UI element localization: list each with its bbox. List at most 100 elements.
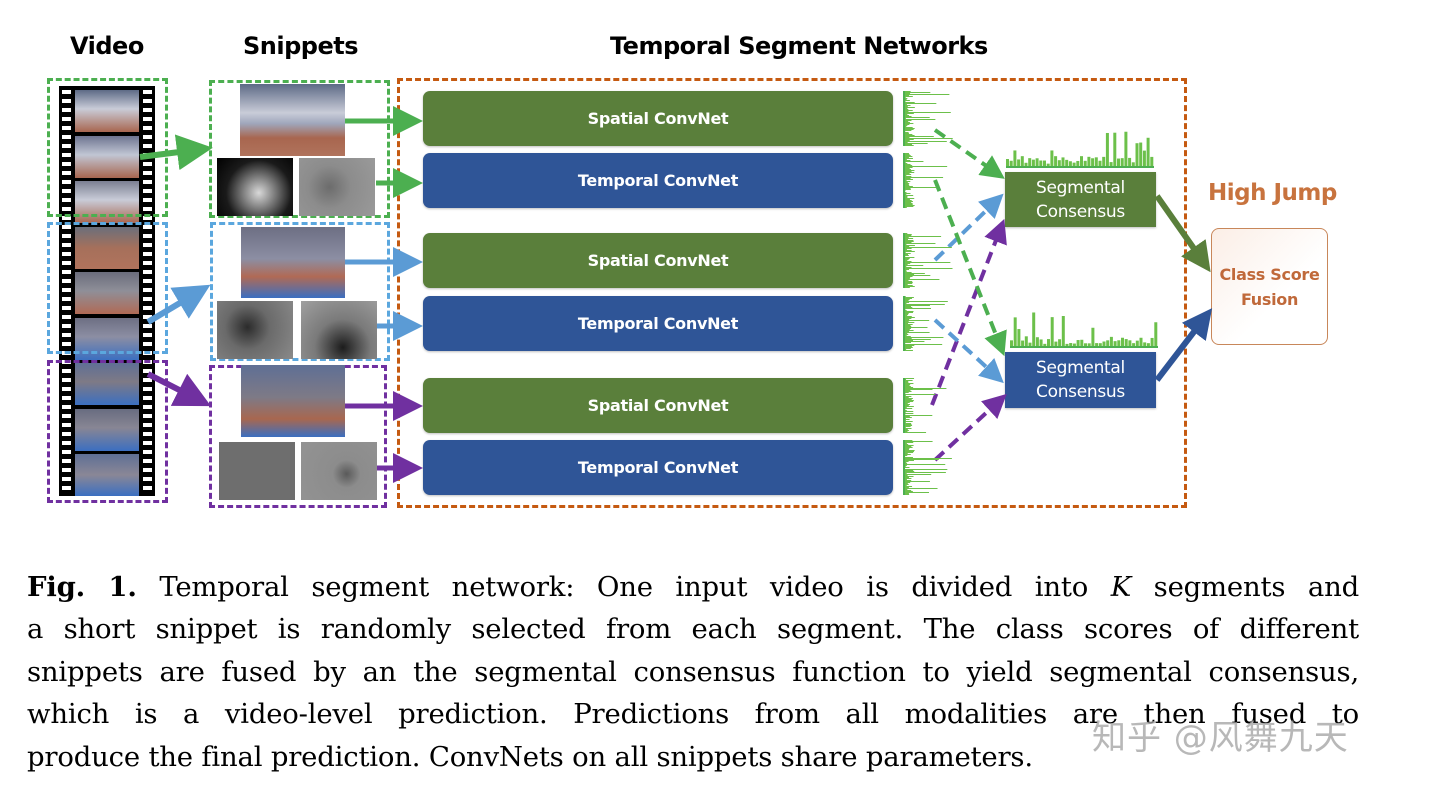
class-score-bar bbox=[903, 110, 913, 111]
snippet-3-flow-y bbox=[301, 442, 377, 500]
film-sprocket bbox=[143, 405, 152, 409]
class-score-bar bbox=[903, 484, 909, 485]
class-score-bar bbox=[903, 253, 911, 254]
consensus-score-bar bbox=[1091, 327, 1095, 346]
class-score-bar bbox=[903, 273, 925, 274]
class-score-bar bbox=[903, 267, 912, 268]
film-sprocket bbox=[143, 252, 152, 256]
consensus-score-bar bbox=[1043, 343, 1047, 346]
class-score-bar bbox=[903, 132, 909, 133]
class-score-bar bbox=[903, 298, 912, 299]
class-score-bar bbox=[903, 251, 915, 252]
class-score-bar bbox=[903, 269, 910, 270]
dashed-temporal-2-to-consensus bbox=[933, 318, 1004, 384]
class-score-bar bbox=[903, 480, 912, 481]
class-score-bar bbox=[903, 117, 930, 118]
consensus-score-bar bbox=[1135, 340, 1139, 346]
class-score-bar bbox=[903, 136, 934, 137]
class-score-bar bbox=[903, 128, 915, 129]
class-score-bar bbox=[903, 235, 912, 236]
film-sprocket bbox=[143, 198, 152, 202]
class-score-bar bbox=[903, 494, 910, 495]
class-score-bar bbox=[903, 204, 913, 205]
class-score-bar bbox=[903, 307, 913, 308]
class-score-bar bbox=[903, 428, 912, 429]
film-sprocket bbox=[143, 342, 152, 346]
class-score-bar bbox=[903, 334, 909, 335]
snippet-2-flow-x bbox=[217, 301, 293, 359]
class-score-bar bbox=[903, 142, 908, 143]
class-score-bar bbox=[903, 241, 914, 242]
class-score-bar bbox=[903, 345, 915, 346]
class-score-bar bbox=[903, 250, 912, 251]
spatial-convnet-3-label: Spatial ConvNet bbox=[587, 396, 729, 415]
class-score-bar bbox=[903, 96, 913, 97]
class-score-bar bbox=[903, 493, 909, 494]
class-score-bar bbox=[903, 263, 911, 264]
consensus-score-bar bbox=[1035, 158, 1039, 166]
dashed-spatial-3-to-consensus bbox=[930, 218, 1007, 406]
class-score-bar bbox=[903, 275, 931, 276]
class-score-bar bbox=[903, 121, 909, 122]
consensus-score-bar bbox=[1035, 337, 1039, 346]
film-sprocket bbox=[143, 468, 152, 472]
class-score-bar bbox=[903, 321, 909, 322]
film-sprocket bbox=[62, 90, 71, 94]
film-sprocket bbox=[62, 234, 71, 238]
class-score-bar bbox=[903, 308, 932, 309]
consensus-score-bar bbox=[1087, 343, 1091, 346]
caption-line-5: produce the final prediction. ConvNets o… bbox=[27, 740, 1033, 773]
class-score-bar bbox=[903, 447, 913, 448]
film-sprocket bbox=[62, 459, 71, 463]
film-sprocket bbox=[62, 441, 71, 445]
class-score-bar bbox=[903, 176, 912, 177]
class-score-bar bbox=[903, 182, 908, 183]
class-score-bar bbox=[903, 304, 945, 305]
class-score-bar bbox=[903, 322, 915, 323]
film-sprocket bbox=[62, 162, 71, 166]
class-score-bar bbox=[903, 153, 909, 154]
film-sprocket bbox=[62, 189, 71, 193]
consensus-score-bar bbox=[1124, 131, 1128, 166]
class-score-bar bbox=[903, 325, 911, 326]
class-score-bar bbox=[903, 450, 915, 451]
class-score-bar bbox=[903, 492, 930, 493]
class-score-bar bbox=[903, 173, 910, 174]
class-score-bar bbox=[903, 315, 908, 316]
consensus-score-bar bbox=[1050, 150, 1054, 166]
class-score-bar bbox=[903, 401, 914, 402]
consensus-score-bar bbox=[1039, 339, 1043, 346]
consensus-score-bar bbox=[1054, 341, 1058, 346]
caption-line-1: Fig. 1. Temporal segment network: One in… bbox=[27, 566, 1359, 608]
class-score-bar bbox=[903, 446, 912, 447]
class-score-bar bbox=[903, 464, 946, 465]
class-score-bar bbox=[903, 262, 951, 263]
dashed-spatial-1-to-consensus bbox=[933, 128, 1005, 179]
class-score-bar bbox=[903, 440, 913, 441]
class-score-axis bbox=[903, 440, 905, 495]
class-score-axis bbox=[903, 153, 905, 208]
consensus-score-bar bbox=[1098, 160, 1102, 166]
class-score-bar bbox=[903, 458, 952, 459]
consensus-score-bar bbox=[1150, 156, 1154, 166]
consensus-score-bar bbox=[1131, 162, 1135, 166]
dashed-spatial-2-to-consensus bbox=[933, 193, 1004, 262]
film-sprocket bbox=[62, 180, 71, 184]
class-score-bar bbox=[903, 247, 952, 248]
class-score-bar bbox=[903, 419, 910, 420]
arrow-video-to-snippet-3 bbox=[146, 371, 212, 407]
class-score-bar bbox=[903, 339, 931, 340]
class-score-bar bbox=[903, 145, 914, 146]
class-score-bar bbox=[903, 261, 912, 262]
film-sprocket bbox=[143, 369, 152, 373]
class-score-bar bbox=[903, 300, 909, 301]
class-score-bar bbox=[903, 423, 912, 424]
class-score-bar bbox=[903, 112, 951, 113]
class-score-bar bbox=[903, 381, 909, 382]
consensus-score-bar bbox=[1105, 132, 1109, 166]
class-score-bar bbox=[903, 389, 933, 390]
class-score-bar bbox=[903, 134, 913, 135]
class-score-bar bbox=[903, 323, 909, 324]
film-sprocket bbox=[143, 90, 152, 94]
class-score-bar bbox=[903, 139, 914, 140]
